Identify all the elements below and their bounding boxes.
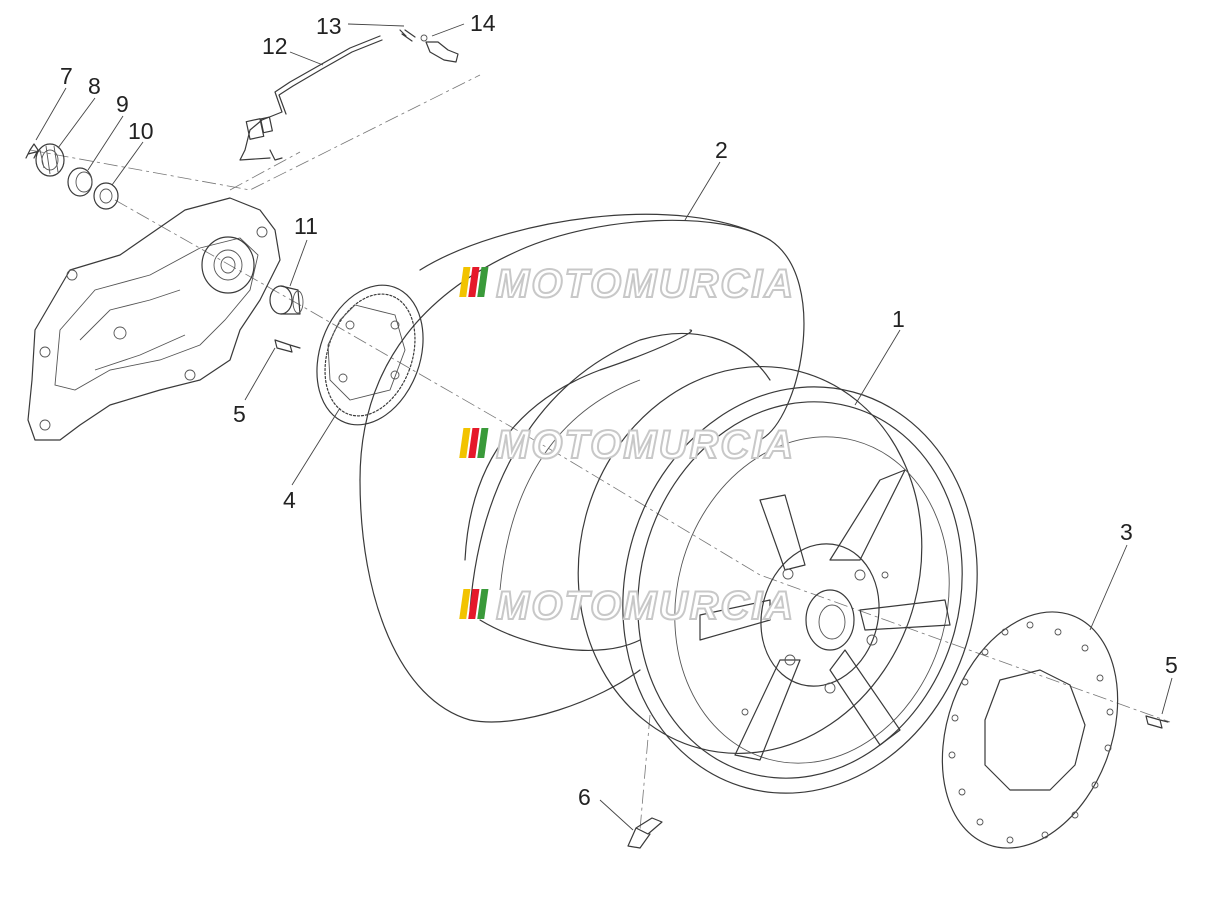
callout-14: 14 bbox=[470, 10, 496, 36]
tyre-valve-part bbox=[627, 817, 663, 849]
bolt-right-part bbox=[1145, 715, 1169, 729]
abs-sensor-cable-part bbox=[239, 35, 383, 161]
watermark-text: MOTOMURCIA bbox=[496, 584, 795, 628]
callout-2: 2 bbox=[715, 137, 728, 163]
spacer-part bbox=[269, 285, 304, 315]
abs-sensor-part bbox=[420, 34, 459, 63]
watermark-middle: MOTOMURCIA bbox=[459, 422, 795, 468]
watermark-top: MOTOMURCIA bbox=[459, 261, 795, 307]
callout-3: 3 bbox=[1120, 519, 1133, 545]
bushing-part bbox=[67, 167, 93, 197]
callout-5-left: 5 bbox=[233, 401, 246, 427]
oil-seal-part bbox=[93, 182, 119, 210]
tyre-part bbox=[359, 213, 805, 723]
callout-1: 1 bbox=[892, 306, 905, 332]
callout-7: 7 bbox=[60, 63, 73, 89]
callout-5-right: 5 bbox=[1165, 652, 1178, 678]
callout-6: 6 bbox=[578, 784, 591, 810]
callout-11: 11 bbox=[294, 213, 318, 239]
watermark-text: MOTOMURCIA bbox=[496, 262, 795, 306]
callouts: 1 2 3 4 5 5 6 7 8 9 10 11 12 13 14 bbox=[60, 10, 1178, 810]
gearbox-housing-part bbox=[27, 197, 281, 441]
callout-13: 13 bbox=[316, 13, 342, 39]
watermark-bottom: MOTOMURCIA bbox=[459, 583, 795, 629]
disc-holes bbox=[948, 621, 1114, 844]
tone-ring-part bbox=[316, 284, 424, 426]
needle-bearing-part bbox=[35, 143, 65, 177]
callout-10: 10 bbox=[128, 118, 154, 144]
callout-12: 12 bbox=[262, 33, 288, 59]
bolt-left-part bbox=[274, 339, 301, 353]
callout-8: 8 bbox=[88, 73, 101, 99]
brake-disc-part bbox=[941, 611, 1119, 849]
rim-part bbox=[577, 365, 978, 794]
leader-lines bbox=[35, 23, 1173, 831]
watermark-text: MOTOMURCIA bbox=[496, 423, 795, 467]
circlip-part bbox=[25, 143, 39, 159]
sensor-screw-part bbox=[399, 29, 416, 42]
callout-9: 9 bbox=[116, 91, 129, 117]
callout-4: 4 bbox=[283, 487, 296, 513]
center-lines bbox=[29, 74, 1171, 831]
